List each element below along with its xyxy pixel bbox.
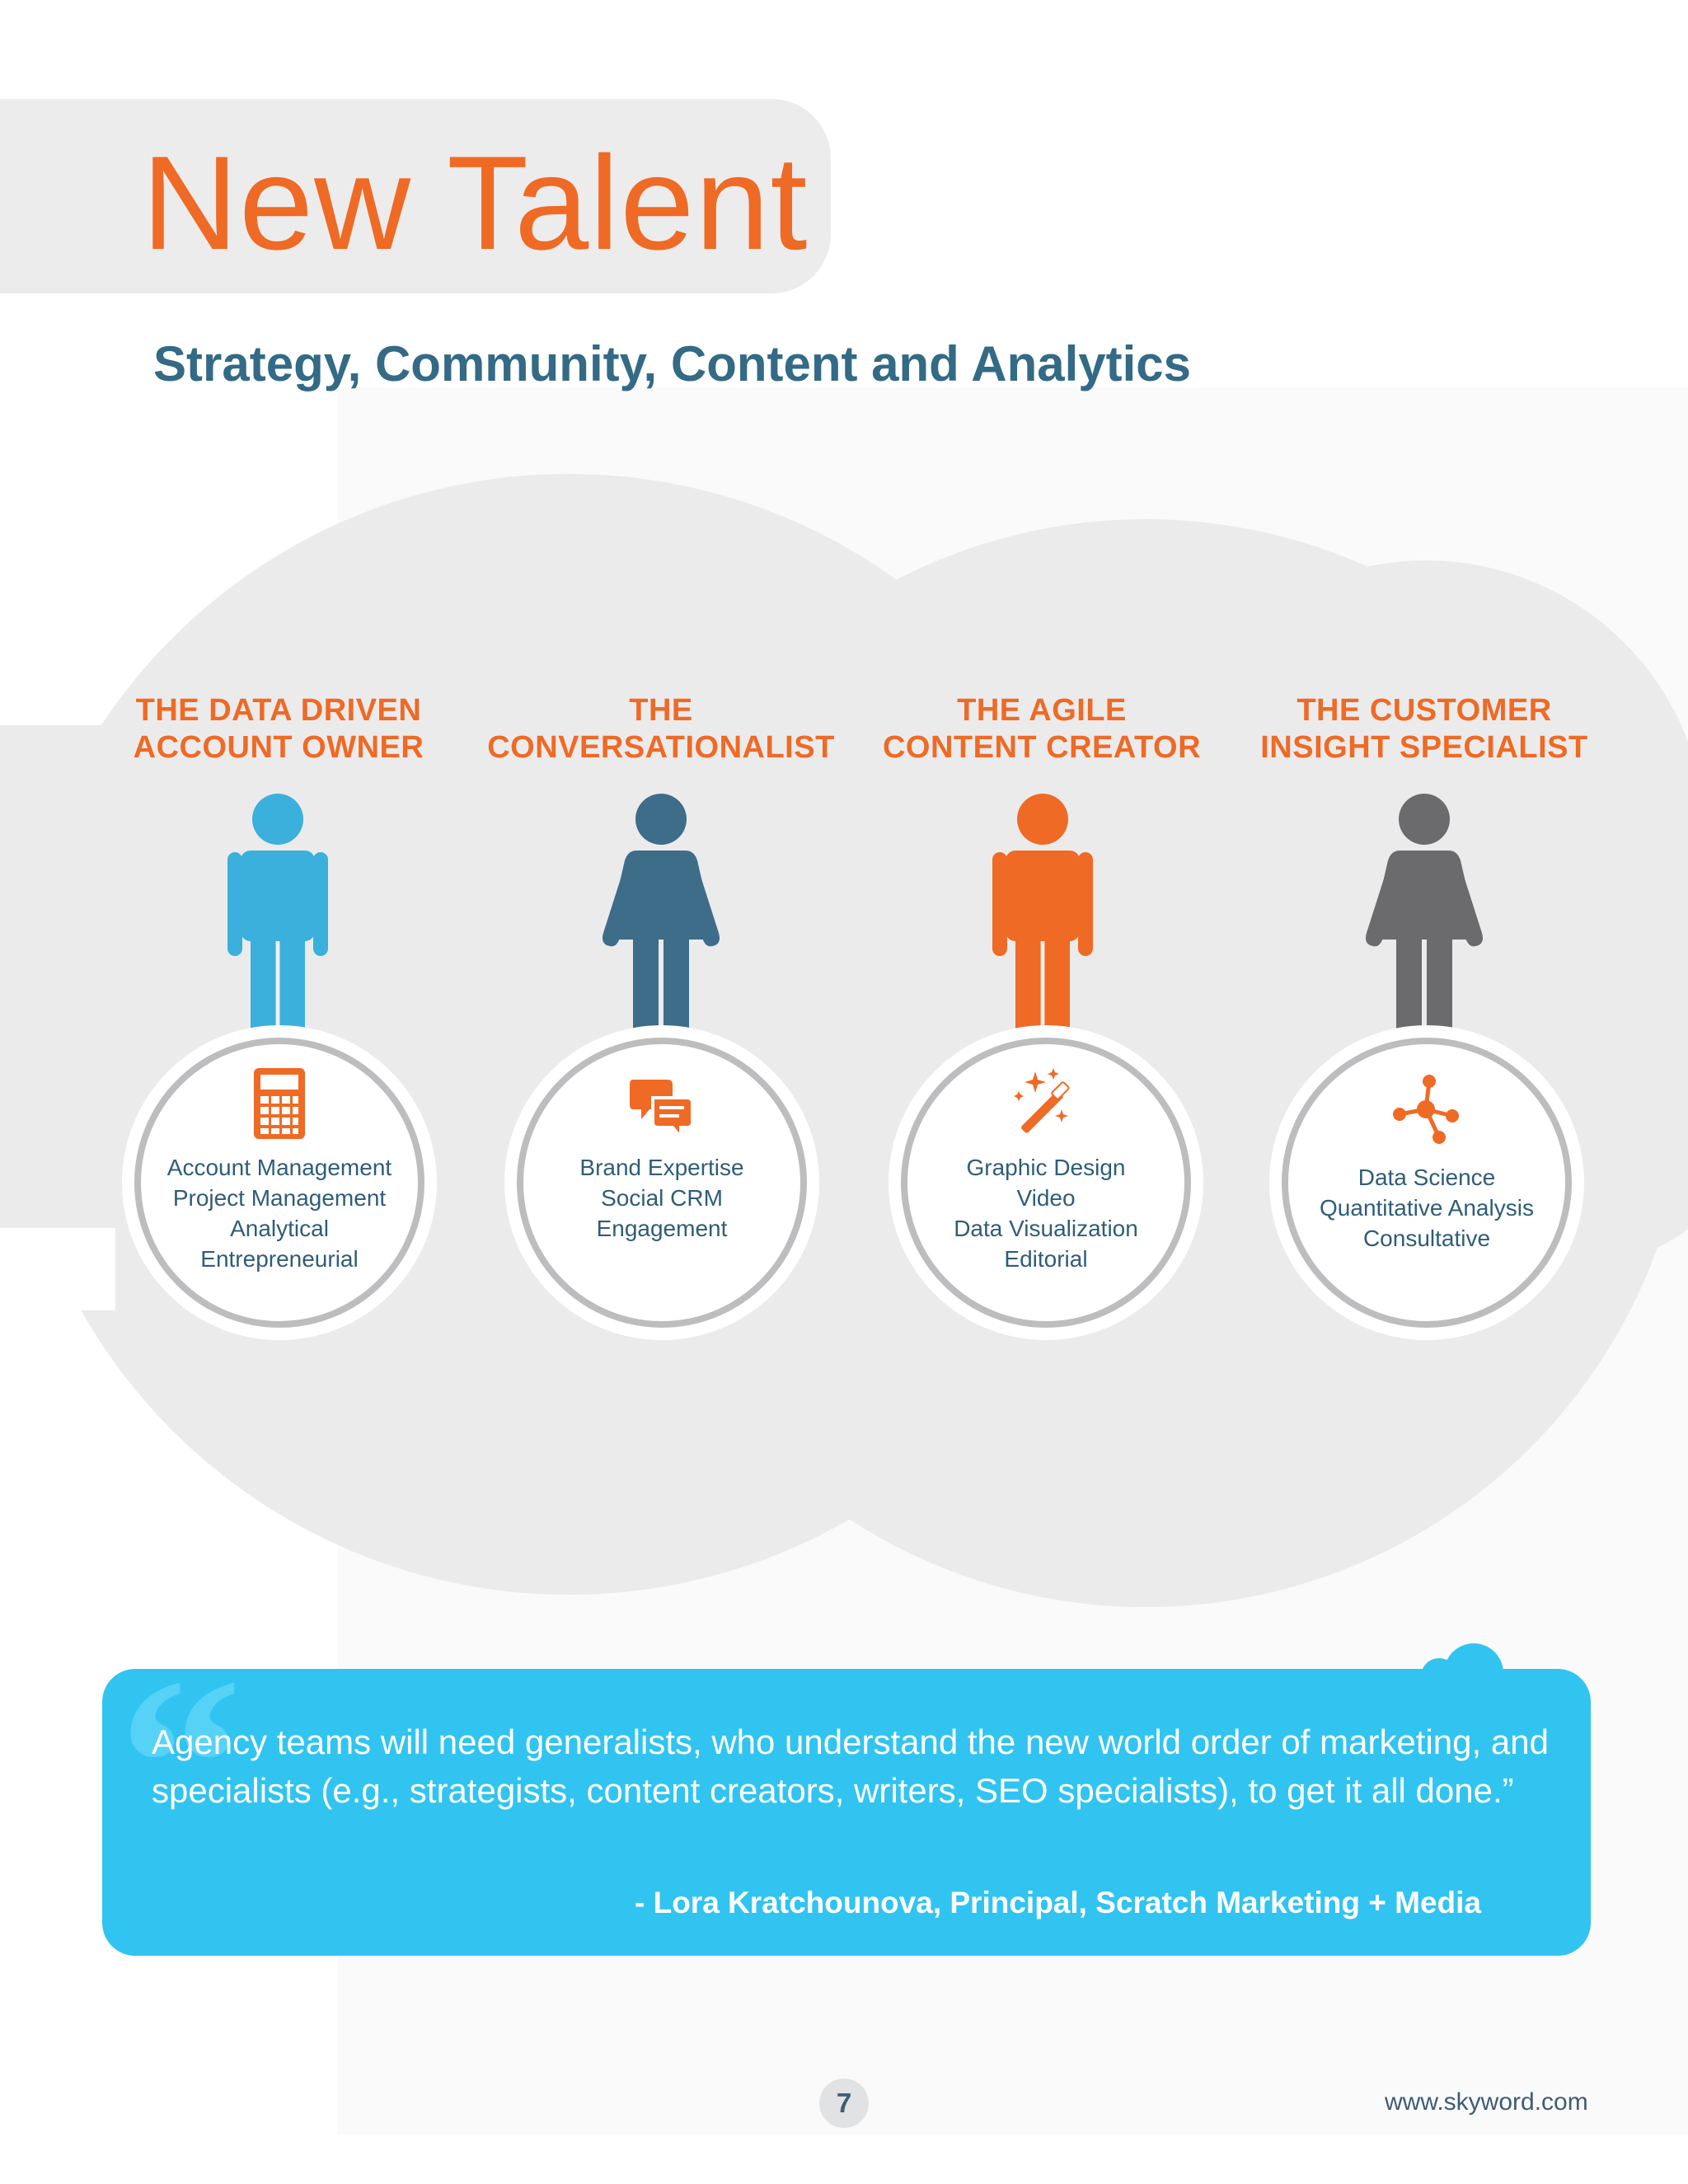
- skills-list: Data Science Quantitative Analysis Consu…: [1269, 1162, 1584, 1254]
- title-tab: [0, 99, 831, 293]
- skills-list: Graphic Design Video Data Visualization …: [889, 1152, 1203, 1274]
- female-figure-icon: [1366, 794, 1483, 1035]
- skill-item: Data Visualization: [954, 1216, 1138, 1241]
- persona-agile-content-creator: THE AGILE CONTENT CREATOR: [860, 692, 1223, 766]
- website-link[interactable]: www.skyword.com: [1385, 2088, 1588, 2116]
- quote-box: [102, 1669, 1591, 1956]
- skill-item: Analytical: [230, 1216, 329, 1241]
- skills-circle: Brand Expertise Social CRM Engagement: [504, 1025, 819, 1340]
- persona-title: THE DATA DRIVEN ACCOUNT OWNER: [97, 692, 460, 766]
- skill-item: Graphic Design: [966, 1155, 1126, 1180]
- persona-title-line1: THE CUSTOMER: [1296, 693, 1552, 728]
- skills-list: Account Management Project Management An…: [122, 1152, 437, 1274]
- persona-title: THE CONVERSATIONALIST: [480, 692, 842, 766]
- persona-title-line2: CONVERSATIONALIST: [487, 730, 835, 765]
- persona-title-line1: THE: [629, 693, 693, 728]
- skill-item: Project Management: [172, 1185, 387, 1211]
- page-subtitle: Strategy, Community, Content and Analyti…: [153, 336, 1192, 391]
- skills-circle: Data Science Quantitative Analysis Consu…: [1269, 1025, 1584, 1340]
- male-figure-icon: [992, 794, 1093, 1035]
- page-number: 7: [819, 2079, 869, 2128]
- network-nodes-icon: [1393, 1075, 1459, 1144]
- skill-item: Consultative: [1362, 1226, 1491, 1251]
- skill-item: Entrepreneurial: [200, 1246, 359, 1272]
- persona-title: THE AGILE CONTENT CREATOR: [860, 692, 1223, 766]
- skill-item: Brand Expertise: [579, 1155, 744, 1180]
- persona-title-line1: THE DATA DRIVEN: [135, 693, 422, 728]
- persona-conversationalist: THE CONVERSATIONALIST: [480, 692, 842, 766]
- skill-item: Video: [1016, 1185, 1076, 1211]
- quote-text: Agency teams will need generalists, who …: [152, 1722, 1549, 1810]
- skill-item: Engagement: [596, 1216, 728, 1241]
- skill-item: Editorial: [1004, 1246, 1088, 1272]
- persona-title-line1: THE AGILE: [957, 693, 1127, 728]
- chat-bubbles-icon: [630, 1080, 692, 1139]
- persona-data-driven-account-owner: THE DATA DRIVEN ACCOUNT OWNER: [97, 692, 460, 766]
- skills-circle: Account Management Project Management An…: [122, 1025, 437, 1340]
- quote-author: - Lora Kratchounova, Principal, Scratch …: [635, 1886, 1482, 1919]
- skill-item: Account Management: [166, 1155, 392, 1180]
- male-figure-icon: [227, 794, 328, 1035]
- persona-customer-insight-specialist: THE CUSTOMER INSIGHT SPECIALIST: [1243, 692, 1606, 766]
- persona-title-line2: CONTENT CREATOR: [882, 730, 1202, 765]
- persona-title-line2: ACCOUNT OWNER: [133, 730, 424, 765]
- skills-list: Brand Expertise Social CRM Engagement: [504, 1152, 819, 1244]
- skills-circle: Graphic Design Video Data Visualization …: [889, 1025, 1203, 1340]
- circle-ring: [901, 1038, 1191, 1328]
- magic-wand-icon: [1014, 1068, 1070, 1133]
- skill-item: Social CRM: [601, 1185, 723, 1211]
- persona-title-line2: INSIGHT SPECIALIST: [1260, 730, 1588, 765]
- skill-item: Data Science: [1357, 1165, 1496, 1190]
- calculator-icon: [254, 1068, 305, 1139]
- page-title: New Talent: [142, 129, 809, 278]
- female-figure-icon: [603, 794, 720, 1035]
- persona-title: THE CUSTOMER INSIGHT SPECIALIST: [1243, 692, 1606, 766]
- skill-item: Quantitative Analysis: [1320, 1195, 1534, 1221]
